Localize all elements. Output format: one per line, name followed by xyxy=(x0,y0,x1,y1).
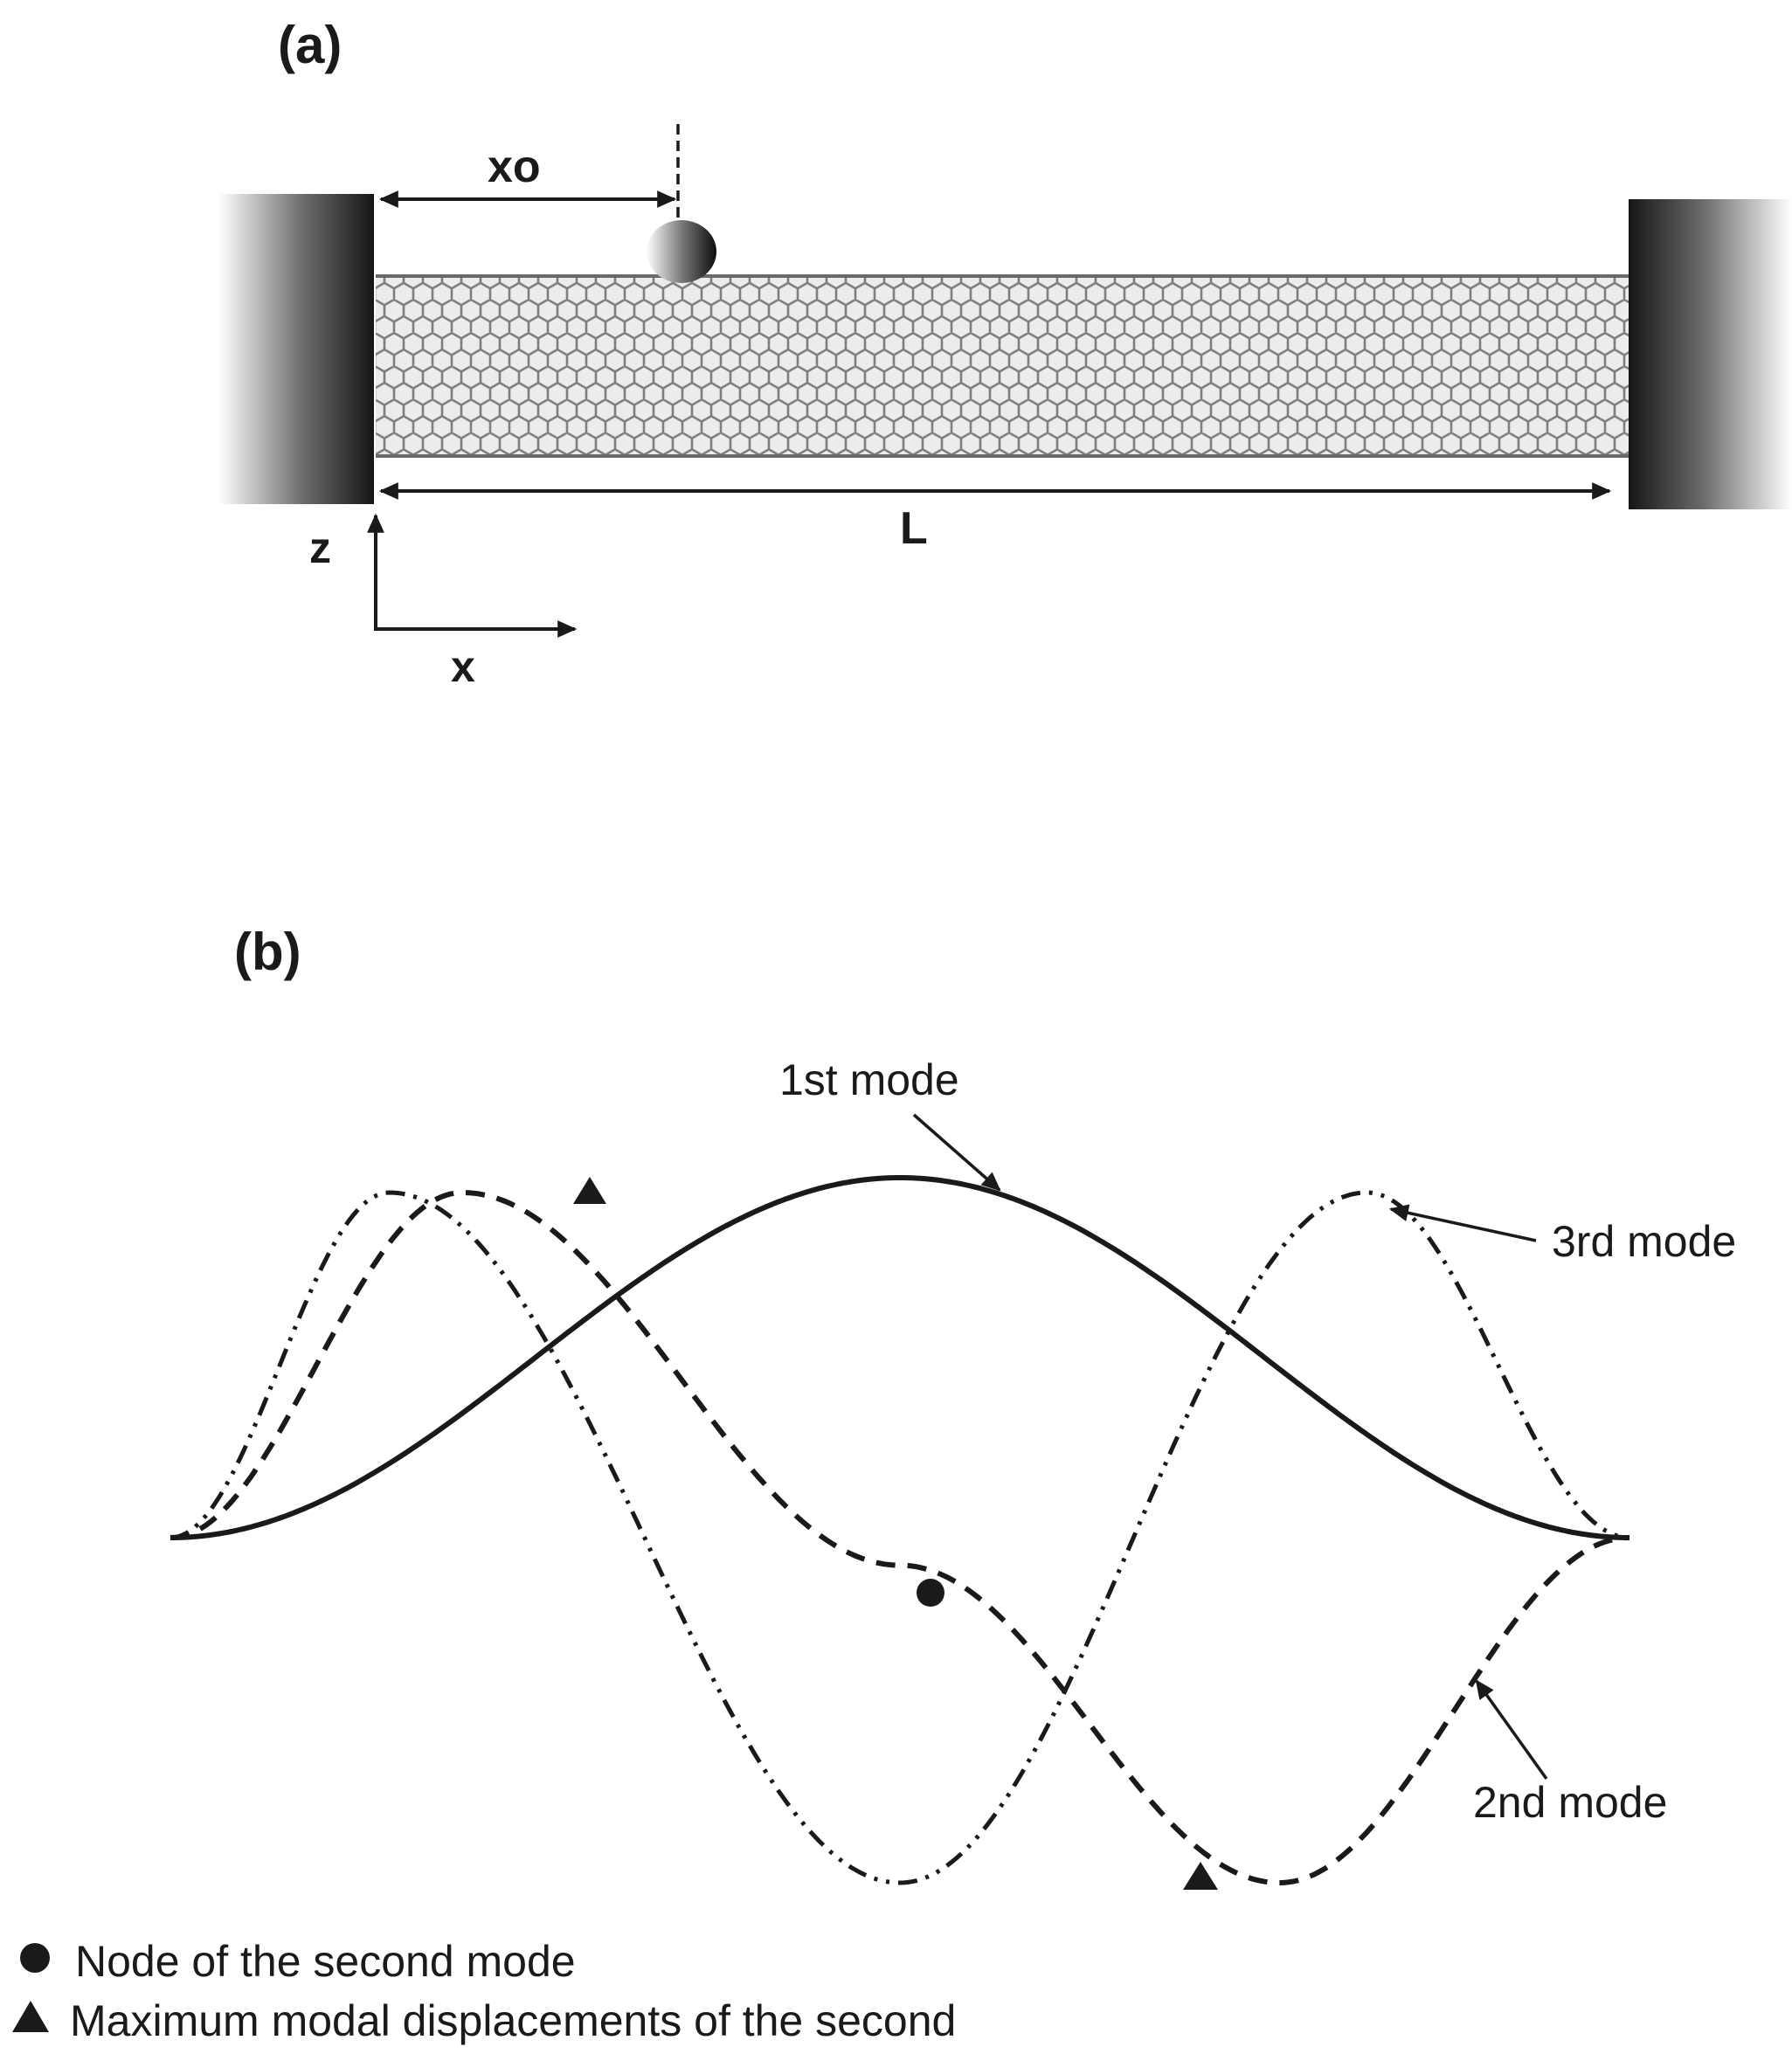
mode-3-curve xyxy=(170,1190,1630,1885)
second-mode-node-marker xyxy=(917,1579,944,1607)
z-axis-label: z xyxy=(309,523,331,572)
legend-max-text: Maximum modal displacements of the secon… xyxy=(70,1996,956,2045)
mode-curves xyxy=(170,1175,1630,1885)
mode-2-curve xyxy=(170,1189,1630,1885)
panel-b-label: (b) xyxy=(234,923,301,981)
mode-2-label: 2nd mode xyxy=(1473,1778,1667,1827)
xo-label: xo xyxy=(488,142,541,192)
attached-mass xyxy=(647,220,716,283)
panel-a: (a) xo L z x xyxy=(218,16,1792,691)
legend-circle-marker xyxy=(20,1943,50,1973)
second-mode-max-marker-bottom xyxy=(1183,1862,1218,1890)
right-clamp xyxy=(1629,199,1792,509)
mode-2-pointer xyxy=(1475,1679,1548,1781)
x-axis-label: x xyxy=(451,642,475,691)
mode-1-pointer xyxy=(912,1113,1001,1192)
mode-1-curve xyxy=(170,1175,1629,1540)
nanotube xyxy=(376,274,1629,458)
panel-a-label: (a) xyxy=(278,16,342,74)
mode-3-pointer xyxy=(1388,1204,1537,1242)
legend: Node of the second mode Maximum modal di… xyxy=(12,1937,956,2045)
length-label: L xyxy=(900,503,928,554)
left-clamp xyxy=(218,194,374,504)
mode-3-label: 3rd mode xyxy=(1552,1217,1736,1266)
mode-1-label: 1st mode xyxy=(779,1055,959,1104)
second-mode-max-marker-top xyxy=(573,1177,606,1204)
panel-b: (b) 1st mode 3rd mode 2nd mode Node of t… xyxy=(12,923,1736,2045)
legend-triangle-marker xyxy=(12,2001,49,2032)
legend-node-text: Node of the second mode xyxy=(75,1937,576,1986)
